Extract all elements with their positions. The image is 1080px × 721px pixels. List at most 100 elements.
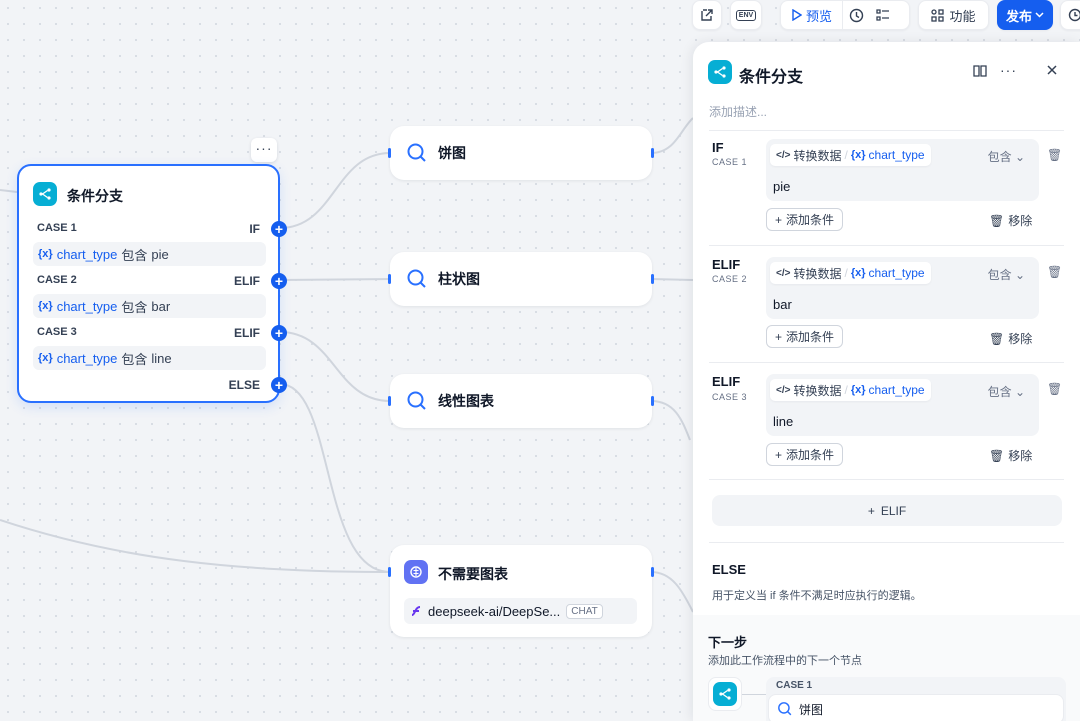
variable-icon: {x} [850,267,866,279]
trash-icon[interactable]: 🗑 [1047,148,1063,162]
variable-selector[interactable]: </> 转换数据 / {x} chart_type [770,262,931,284]
run-history-button[interactable] [843,1,870,29]
next-step-branch-card: CASE 1 饼图 [766,677,1066,721]
add-condition-button[interactable]: +添加条件 [766,443,844,466]
edge-llm-out [650,571,694,613]
node-output-handle[interactable] [651,148,654,158]
value: bar [151,298,171,314]
edge-line-out [650,400,691,441]
node-pie-chart[interactable]: 饼图 [388,126,654,180]
value: pie [151,246,169,262]
publish-label: 发布 [1005,8,1032,24]
variable-name: chart_type [868,148,925,162]
checklist-button[interactable] [870,1,896,29]
variable-selector[interactable]: </> 转换数据 / {x} chart_type [770,144,931,166]
variable-icon: {x} [38,248,53,260]
condition-card: </> 转换数据 / {x} chart_type 包含 ⌄ line [766,374,1039,436]
chevron-down-icon [1035,12,1044,18]
variable-selector[interactable]: </> 转换数据 / {x} chart_type [770,379,931,401]
case-keyword: ELIF [712,257,741,272]
next-step-title: 下一步 [708,635,748,650]
panel-title[interactable]: 条件分支 [739,69,804,86]
chevron-down-icon: ⌄ [1014,268,1025,282]
plus-icon: + [775,212,783,227]
search-tool-icon [407,269,426,288]
operator-select[interactable]: 包含 ⌄ [987,150,1025,164]
trash-icon[interactable]: 🗑 [1047,265,1063,279]
next-step-node[interactable]: 饼图 [768,694,1064,721]
code-icon: </> [776,149,791,161]
node-llm[interactable]: 不需要图表 deepseek-ai/DeepSe... CHAT [388,545,654,637]
add-branch-handle[interactable]: + [271,377,287,393]
add-branch-handle[interactable]: + [271,325,287,341]
branch-icon [708,60,732,84]
operator-select[interactable]: 包含 ⌄ [987,385,1025,399]
node-input-handle[interactable] [388,567,391,577]
condition-card: </> 转换数据 / {x} chart_type 包含 ⌄ pie [766,139,1039,201]
features-button[interactable]: 功能 [918,0,989,30]
operator: 包含 [121,247,148,263]
edge-left-to-llm [0,519,391,573]
path-separator: / [844,266,848,280]
variable-name: chart_type [56,246,118,262]
node-config-panel: 条件分支 ··· 添加描述... IF CASE 1 </> 转换数据 / {x… [693,42,1080,721]
features-label: 功能 [949,8,976,24]
play-icon [792,9,802,21]
node-input-handle[interactable] [388,148,391,158]
variable-icon: {x} [38,352,53,364]
search-tool-icon [407,143,426,162]
node-output-handle[interactable] [651,396,654,406]
version-history-button[interactable] [1060,0,1080,30]
next-step-case-label: CASE 1 [776,680,813,691]
checklist-icon [876,9,890,21]
node-title: 柱状图 [438,271,480,287]
env-button[interactable]: ENV [730,0,762,30]
operator: 包含 [121,299,148,315]
chevron-down-icon: ⌄ [1014,385,1025,399]
add-branch-handle[interactable]: + [271,221,287,237]
node-line-chart[interactable]: 线性图表 [388,374,654,428]
case-label: CASE 3 [712,392,748,402]
add-elif-button[interactable]: +ELIF [712,495,1062,526]
operator-select[interactable]: 包含 ⌄ [987,268,1025,282]
node-output-handle[interactable] [651,274,654,284]
node-bar-chart[interactable]: 柱状图 [388,252,654,306]
app-publish-icon-button[interactable] [692,0,722,30]
remove-case-button[interactable]: 🗑移除 [989,331,1033,347]
condition-value[interactable]: line [773,414,794,429]
next-step-description: 添加此工作流程中的下一个节点 [708,655,862,667]
remove-case-button[interactable]: 🗑移除 [989,448,1033,464]
add-branch-handle[interactable]: + [271,273,287,289]
close-icon[interactable] [1046,63,1058,81]
clock-icon [1068,8,1080,22]
remove-case-button[interactable]: 🗑移除 [989,213,1033,229]
preview-button[interactable]: 预览 [781,1,844,29]
add-condition-button[interactable]: +添加条件 [766,325,844,348]
condition-value[interactable]: bar [773,297,792,312]
variable-name: chart_type [868,383,925,397]
node-output-handle[interactable] [651,567,654,577]
node-more-button[interactable]: ··· [251,138,277,162]
add-condition-button[interactable]: +添加条件 [766,208,844,231]
if-node-title: 条件分支 [67,188,123,204]
more-icon[interactable]: ··· [1000,62,1017,78]
condition-value[interactable]: pie [773,179,791,194]
description-input[interactable]: 添加描述... [709,105,768,119]
plus-icon: + [775,447,783,462]
else-description: 用于定义当 if 条件不满足时应执行的逻辑。 [712,590,922,602]
edge-left-top [0,189,18,193]
trash-icon: 🗑 [989,213,1005,228]
case-keyword: ELIF [234,326,260,340]
node-input-handle[interactable] [388,274,391,284]
edge-if-to-pie [279,152,391,229]
condition-summary: {x} chart_type 包含 bar [33,294,266,318]
operator: 包含 [121,351,148,367]
if-else-node[interactable]: 条件分支 CASE 1 IF + {x} chart_type 包含 pie C… [17,164,287,403]
trash-icon[interactable]: 🗑 [1047,382,1063,396]
else-title: ELSE [712,562,746,577]
case-keyword: ELIF [712,374,741,389]
help-book-icon[interactable] [973,64,987,83]
publish-button[interactable]: 发布 [997,0,1053,30]
node-input-handle[interactable] [388,396,391,406]
